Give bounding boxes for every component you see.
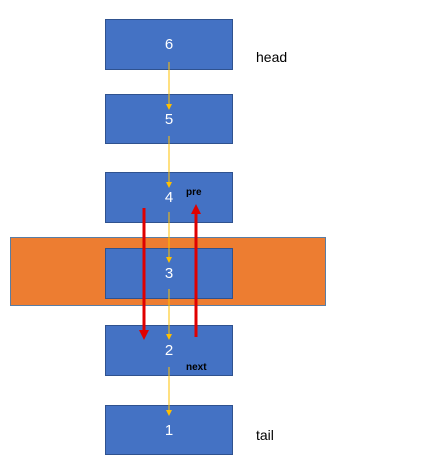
node-3: 3 bbox=[105, 248, 233, 299]
node-2-value: 2 bbox=[164, 342, 174, 359]
node-5: 5 bbox=[105, 94, 233, 144]
tail-label: tail bbox=[256, 427, 274, 443]
next-label: next bbox=[186, 362, 207, 373]
node-5-value: 5 bbox=[164, 110, 174, 128]
node-6-value: 6 bbox=[164, 36, 174, 53]
node-6: 6 bbox=[105, 19, 233, 70]
node-2: 2 bbox=[105, 325, 233, 376]
node-1-value: 1 bbox=[164, 421, 174, 439]
head-label: head bbox=[256, 49, 288, 65]
pre-label: pre bbox=[186, 187, 202, 198]
node-4: 4 bbox=[105, 172, 233, 223]
node-4-value: 4 bbox=[164, 189, 174, 206]
node-1: 1 bbox=[105, 405, 233, 455]
node-3-value: 3 bbox=[164, 265, 174, 282]
